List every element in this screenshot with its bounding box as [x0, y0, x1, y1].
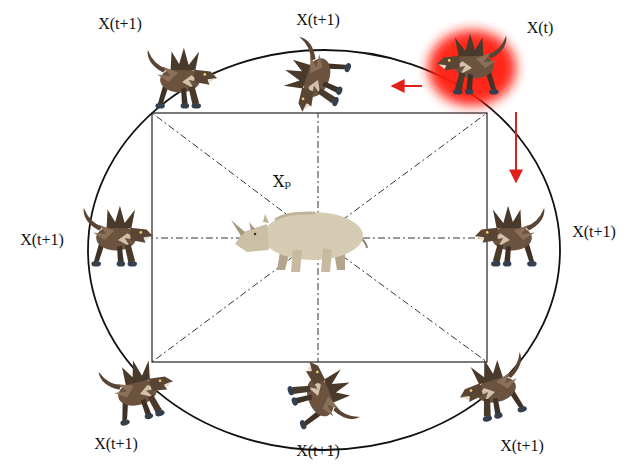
- encircling-ellipse: [88, 50, 560, 450]
- rhino-prey: [231, 212, 367, 272]
- position-label: X(t+1): [296, 442, 340, 460]
- position-label: X(t+1): [94, 435, 138, 453]
- position-label: X(t+1): [500, 437, 544, 455]
- wolf-position: [98, 352, 181, 429]
- prey-label: Xₚ: [273, 173, 291, 191]
- position-label: X(t+1): [296, 11, 340, 29]
- position-label: X(t): [527, 19, 554, 37]
- wolf-position: [84, 206, 154, 267]
- wolf-position: [452, 350, 535, 427]
- search-rectangle: [152, 113, 487, 362]
- move-arrow: [515, 112, 517, 182]
- wolf-current-position: [428, 30, 516, 106]
- wolf-position: [281, 351, 362, 437]
- wolf-position: [475, 206, 545, 267]
- position-label: X(t+1): [98, 15, 142, 33]
- dashed-guides: [152, 113, 487, 362]
- wolf-position: [274, 36, 355, 122]
- wolf-position: [148, 48, 218, 109]
- position-label: X(t+1): [572, 223, 616, 241]
- move-arrow: [392, 85, 422, 87]
- position-label: X(t+1): [20, 231, 64, 249]
